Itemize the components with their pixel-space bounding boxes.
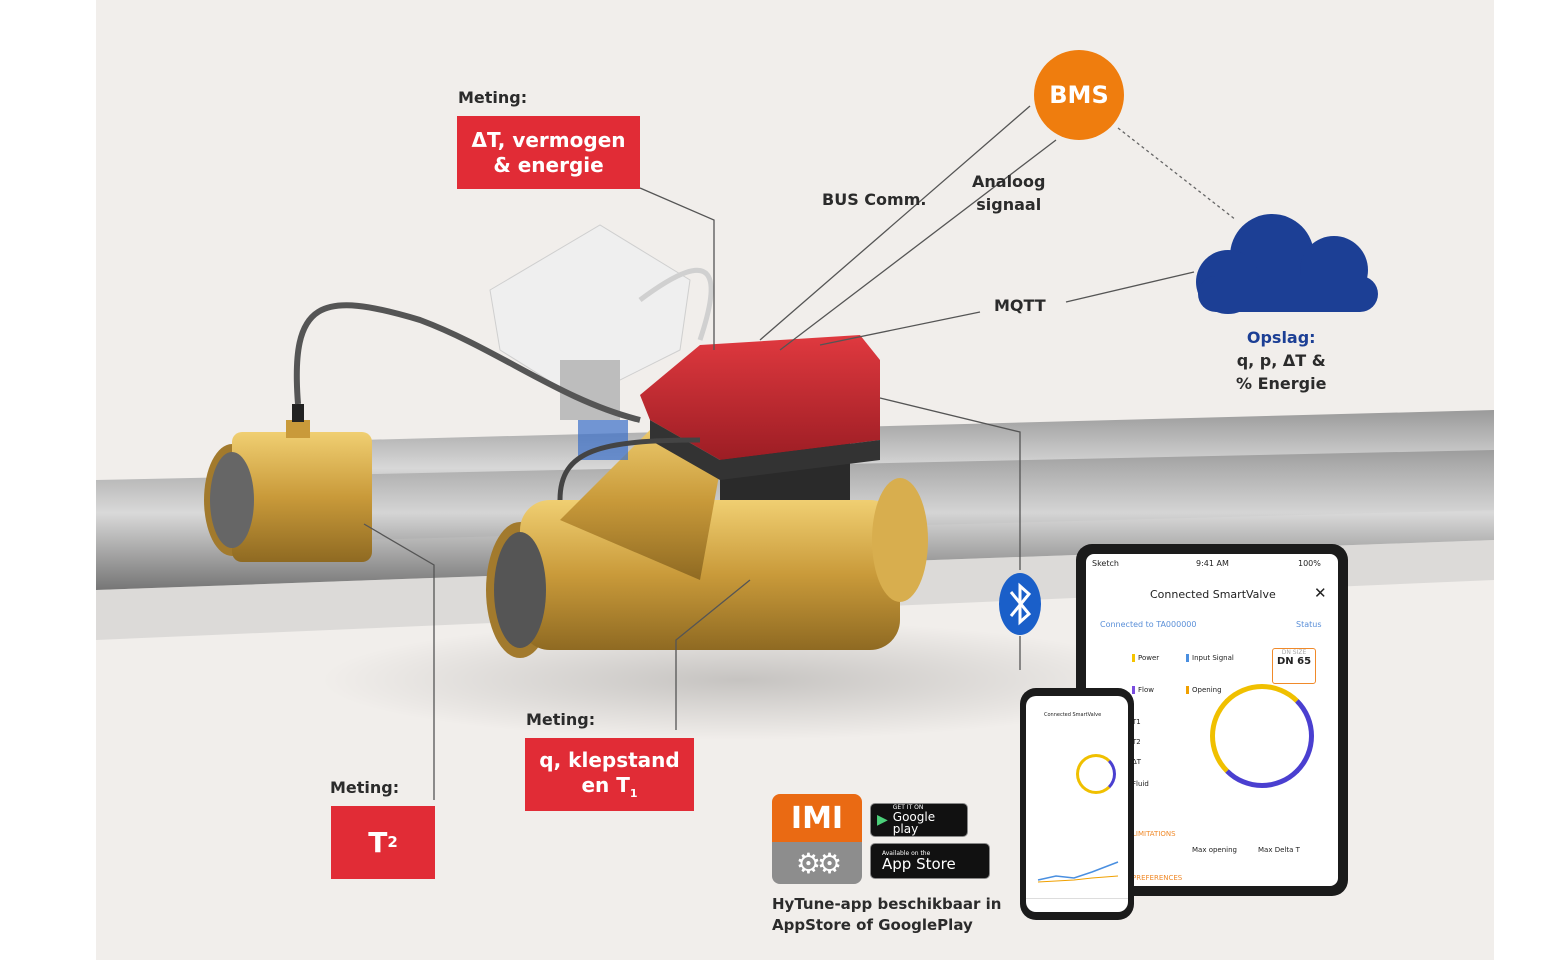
valve-opening-gauge bbox=[1210, 684, 1314, 788]
t1-label: T1 bbox=[1132, 718, 1141, 726]
status-bar-battery: 100% bbox=[1298, 559, 1321, 568]
dt-label: ΔT bbox=[1132, 758, 1142, 766]
close-icon[interactable]: ✕ bbox=[1314, 584, 1327, 602]
measurement-box-top-line1: ΔT, vermogen bbox=[471, 127, 626, 152]
bms-circle: BMS bbox=[1034, 50, 1124, 140]
measurement-label-mid: Meting: bbox=[526, 710, 596, 729]
phone-title: Connected SmartValve bbox=[1044, 712, 1102, 718]
storage-label: Opslag: q, p, ΔT & % Energie bbox=[1236, 328, 1327, 394]
power-label: Power bbox=[1132, 654, 1159, 662]
measurement-box-top-line2: & energie bbox=[493, 152, 604, 177]
phone-trend-chart bbox=[1037, 861, 1119, 883]
measurement-box-mid-line2: en T1 bbox=[581, 773, 638, 801]
measurement-box-mid-line1: q, klepstand bbox=[539, 748, 680, 773]
limitations-heading: LIMITATIONS bbox=[1132, 830, 1176, 838]
opening-label: Opening bbox=[1186, 686, 1222, 694]
bluetooth-icon bbox=[999, 573, 1041, 635]
measurement-box-top: ΔT, vermogen & energie bbox=[457, 116, 640, 189]
dn-size-card: DN SIZE DN 65 bbox=[1272, 648, 1316, 684]
red-sensor-head bbox=[640, 335, 880, 460]
play-icon: ▶ bbox=[877, 812, 888, 828]
max-opening-label: Max opening bbox=[1192, 846, 1237, 854]
t2-label: T2 bbox=[1132, 738, 1141, 746]
input-signal-label: Input Signal bbox=[1186, 654, 1234, 662]
bus-comm-label: BUS Comm. bbox=[822, 190, 927, 209]
mqtt-label: MQTT bbox=[994, 296, 1046, 315]
phone-gauge bbox=[1076, 754, 1116, 794]
app-caption: HyTune-app beschikbaar in AppStore of Go… bbox=[772, 895, 1002, 934]
analog-signal-label: Analoog signaal bbox=[972, 172, 1046, 215]
max-delta-label: Max Delta T bbox=[1258, 846, 1300, 854]
status-link[interactable]: Status bbox=[1296, 620, 1322, 629]
connection-status: Connected to TA000000 bbox=[1100, 620, 1197, 629]
fluid-label: Fluid bbox=[1132, 780, 1149, 788]
left-fitting bbox=[232, 432, 372, 562]
white-actuator bbox=[489, 224, 691, 401]
status-bar-time: 9:41 AM bbox=[1196, 559, 1229, 568]
measurement-label-top: Meting: bbox=[458, 88, 528, 107]
measurement-label-bottom: Meting: bbox=[330, 778, 400, 797]
cloud-icon bbox=[1196, 214, 1378, 314]
app-store-badge[interactable]: Available on the App Store bbox=[870, 843, 990, 879]
flow-label: Flow bbox=[1132, 686, 1154, 694]
imi-app-logo[interactable]: IMI ⚙⚙ bbox=[772, 794, 862, 884]
phone-device: Connected SmartValve bbox=[1020, 688, 1134, 920]
google-play-badge[interactable]: ▶ GET IT ON Google play bbox=[870, 803, 968, 837]
phone-screen: Connected SmartValve bbox=[1026, 696, 1128, 912]
gear-icon: ⚙⚙ bbox=[772, 842, 862, 884]
preferences-heading: PREFERENCES bbox=[1132, 874, 1183, 882]
tablet-title: Connected SmartValve bbox=[1150, 588, 1276, 601]
phone-home-bar bbox=[1026, 898, 1128, 912]
measurement-box-mid: q, klepstand en T1 bbox=[525, 738, 694, 811]
status-bar-carrier: Sketch bbox=[1092, 559, 1119, 568]
